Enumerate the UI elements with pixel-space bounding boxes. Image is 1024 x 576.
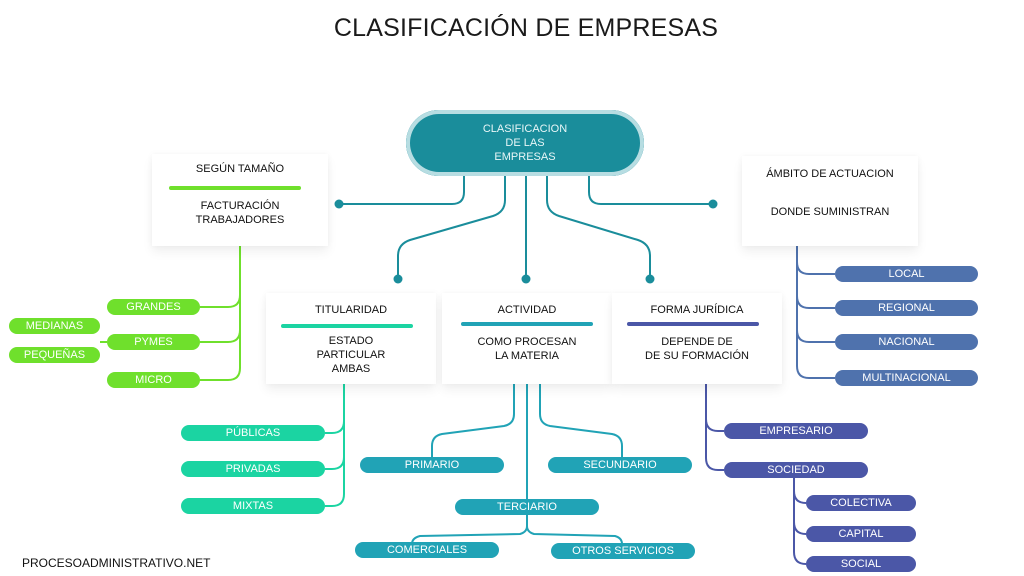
legal-item-sociedad: SOCIEDAD (724, 462, 868, 478)
activity-item-terciario: TERCIARIO (455, 499, 599, 515)
size-sub-medianas: MEDIANAS (9, 318, 100, 334)
legal-bar (627, 322, 759, 326)
activity-line-2: LA MATERIA (495, 350, 559, 362)
activity-sub-comerciales: COMERCIALES (355, 542, 499, 558)
ownership-item-mixtas: MIXTAS (181, 498, 325, 514)
root-line-2: DE LAS (505, 137, 545, 149)
size-line-2: TRABAJADORES (195, 214, 285, 226)
ownership-item-publicas: PÚBLICAS (181, 425, 325, 441)
page-title: CLASIFICACIÓN DE EMPRESAS (333, 14, 719, 42)
scope-item-nacional: NACIONAL (835, 334, 978, 350)
activity-bar (461, 322, 593, 326)
size-heading: SEGÚN TAMAÑO (195, 163, 285, 175)
ownership-line-2: PARTICULAR (316, 349, 386, 361)
ownership-item-privadas: PRIVADAS (181, 461, 325, 477)
legal-connectors (705, 384, 807, 565)
ownership-line-3: AMBAS (331, 363, 371, 375)
legal-line-1: DEPENDE DE (661, 336, 733, 348)
size-connectors (100, 246, 241, 381)
scope-line-1: DONDE SUMINISTRAN (770, 206, 890, 218)
size-item-pymes: PYMES (107, 334, 200, 350)
scope-heading: ÁMBITO DE ACTUACION (766, 168, 894, 180)
legal-line-2: DE SU FORMACIÓN (645, 350, 749, 362)
activity-heading: ACTIVIDAD (497, 304, 557, 316)
size-item-grandes: GRANDES (107, 299, 200, 315)
site-footer: PROCESOADMINISTRATIVO.NET (22, 556, 211, 570)
legal-sub-capital: CAPITAL (806, 526, 916, 542)
size-sub-pequenas: PEQUEÑAS (9, 347, 100, 363)
root-node: CLASIFICACION DE LAS EMPRESAS (406, 110, 644, 176)
scope-card: ÁMBITO DE ACTUACION DONDE SUMINISTRAN (742, 156, 918, 246)
activity-item-secundario: SECUNDARIO (548, 457, 692, 473)
scope-item-local: LOCAL (835, 266, 978, 282)
root-line-3: EMPRESAS (494, 151, 556, 163)
legal-sub-social: SOCIAL (806, 556, 916, 572)
root-line-1: CLASIFICACION (482, 123, 568, 135)
activity-line-1: COMO PROCESAN (477, 336, 577, 348)
legal-sub-colectiva: COLECTIVA (806, 495, 916, 511)
activity-connectors (411, 384, 623, 545)
size-item-micro: MICRO (107, 372, 200, 388)
ownership-connectors (325, 384, 345, 507)
size-bar (169, 186, 301, 190)
scope-item-regional: REGIONAL (835, 300, 978, 316)
size-card: SEGÚN TAMAÑO FACTURACIÓN TRABAJADORES (152, 154, 328, 246)
ownership-heading: TITULARIDAD (314, 304, 388, 316)
ownership-bar (281, 324, 413, 328)
scope-connectors (796, 246, 835, 379)
legal-heading: FORMA JURÍDICA (650, 304, 744, 316)
activity-item-primario: PRIMARIO (360, 457, 504, 473)
scope-item-multinacional: MULTINACIONAL (835, 370, 978, 386)
legal-item-empresario: EMPRESARIO (724, 423, 868, 439)
activity-card: ACTIVIDAD COMO PROCESAN LA MATERIA (442, 293, 612, 384)
connector-dots (334, 199, 718, 284)
legal-card: FORMA JURÍDICA DEPENDE DE DE SU FORMACIÓ… (612, 293, 782, 384)
activity-sub-otros-servicios: OTROS SERVICIOS (551, 543, 695, 559)
ownership-card: TITULARIDAD ESTADO PARTICULAR AMBAS (266, 293, 436, 384)
size-line-1: FACTURACIÓN (200, 200, 280, 212)
root-connectors (339, 176, 713, 279)
ownership-line-1: ESTADO (328, 335, 374, 347)
